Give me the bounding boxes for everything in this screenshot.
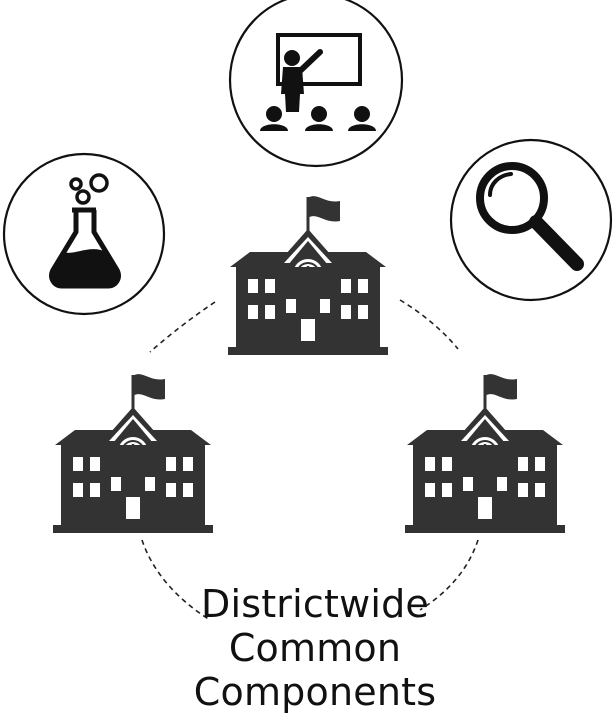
dashed-connector-arc: [419, 539, 479, 611]
teacher-presentation-icon: [228, 0, 404, 168]
caption-block: Districtwide Common Components: [110, 582, 520, 714]
flask-icon: [2, 152, 166, 316]
caption-line-2: Common: [228, 626, 402, 670]
caption-line-3: Components: [193, 670, 437, 714]
caption-line-1: Districtwide: [200, 582, 430, 626]
dashed-connector-arc: [141, 539, 211, 621]
school-building-icon: [403, 372, 567, 535]
school-building-icon: [51, 372, 215, 535]
dashed-connector-arc: [399, 299, 459, 350]
dashed-connector-arc: [149, 301, 216, 353]
magnifying-glass-icon: [449, 138, 613, 302]
school-building-icon: [226, 194, 390, 357]
